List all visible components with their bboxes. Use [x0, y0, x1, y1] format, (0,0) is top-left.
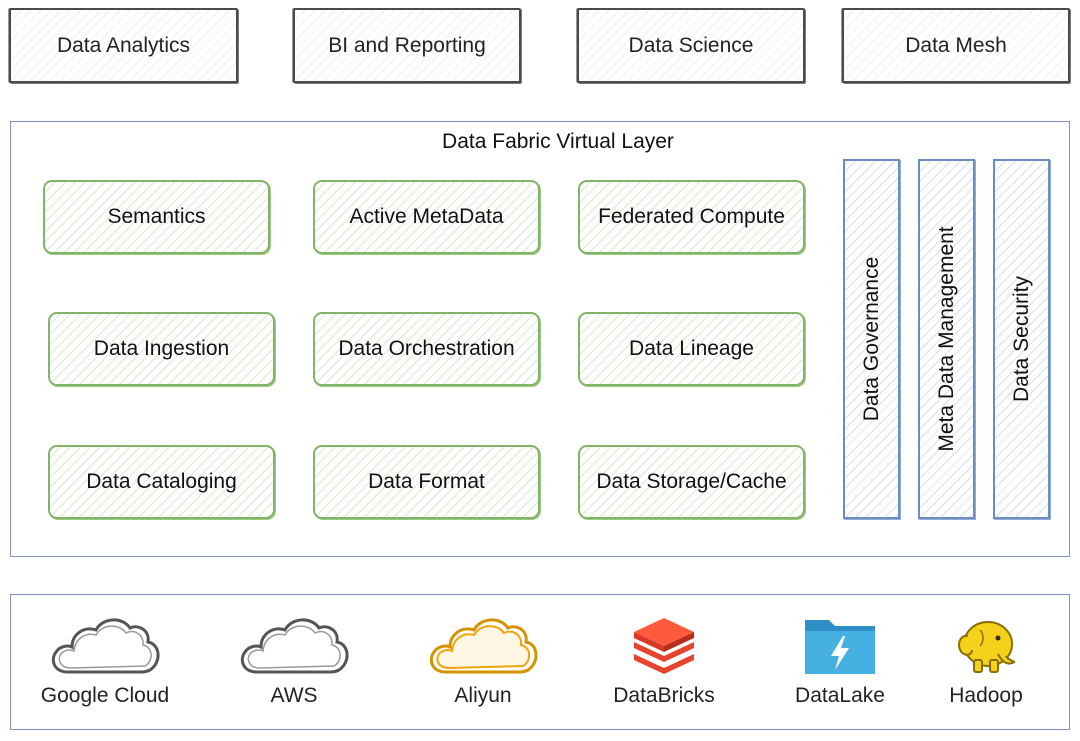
data-security-label: Data Security	[1009, 275, 1033, 403]
data-orchestration-label: Data Orchestration	[338, 337, 515, 360]
cloud-icon	[51, 618, 160, 674]
folder-lightning-icon	[805, 620, 875, 674]
databricks-item: DataBricks	[589, 600, 739, 720]
datalake-item: DataLake	[765, 600, 915, 720]
federated-compute-box: Federated Compute	[578, 180, 805, 254]
hadoop-label: Hadoop	[949, 684, 1023, 707]
databricks-icon	[634, 618, 694, 674]
active-metadata-box: Active MetaData	[313, 180, 540, 254]
cloud-icon	[240, 618, 349, 674]
aliyun-item: Aliyun	[408, 600, 558, 720]
data-analytics-box: Data Analytics	[9, 8, 238, 83]
data-mesh-box: Data Mesh	[842, 8, 1070, 83]
bi-reporting-label: BI and Reporting	[328, 33, 486, 57]
data-mesh-label: Data Mesh	[905, 33, 1007, 57]
data-governance-label: Data Governance	[859, 256, 883, 422]
data-ingestion-box: Data Ingestion	[48, 312, 275, 386]
aliyun-label: Aliyun	[454, 684, 512, 707]
data-fabric-title: Data Fabric Virtual Layer	[442, 130, 674, 153]
infrastructure-container	[10, 594, 1070, 730]
data-lineage-box: Data Lineage	[578, 312, 805, 386]
google-cloud-item: Google Cloud	[30, 600, 180, 720]
data-security-pillar: Data Security	[993, 159, 1050, 519]
semantics-label: Semantics	[107, 205, 206, 228]
data-analytics-label: Data Analytics	[56, 33, 191, 57]
data-science-box: Data Science	[577, 8, 805, 83]
hadoop-item: Hadoop	[911, 600, 1061, 720]
semantics-box: Semantics	[43, 180, 270, 254]
federated-compute-label: Federated Compute	[598, 205, 785, 228]
databricks-label: DataBricks	[613, 684, 715, 707]
active-metadata-label: Active MetaData	[349, 205, 504, 228]
data-governance-pillar: Data Governance	[843, 159, 900, 519]
meta-data-management-pillar: Meta Data Management	[918, 159, 975, 519]
datalake-label: DataLake	[795, 684, 885, 707]
data-storage-cache-box: Data Storage/Cache	[578, 445, 805, 519]
aws-item: AWS	[219, 600, 369, 720]
data-cataloging-box: Data Cataloging	[48, 445, 275, 519]
data-orchestration-box: Data Orchestration	[313, 312, 540, 386]
data-science-label: Data Science	[628, 33, 754, 57]
data-cataloging-label: Data Cataloging	[86, 470, 237, 493]
data-lineage-label: Data Lineage	[629, 337, 754, 360]
data-ingestion-label: Data Ingestion	[93, 337, 230, 360]
cloud-icon	[429, 618, 538, 674]
bi-reporting-box: BI and Reporting	[293, 8, 521, 83]
data-storage-cache-label: Data Storage/Cache	[596, 470, 787, 493]
meta-data-management-label: Meta Data Management	[934, 226, 958, 452]
data-format-label: Data Format	[368, 470, 485, 493]
aws-label: AWS	[270, 684, 318, 707]
google-cloud-label: Google Cloud	[40, 684, 170, 707]
data-format-box: Data Format	[313, 445, 540, 519]
elephant-icon	[958, 621, 1016, 673]
